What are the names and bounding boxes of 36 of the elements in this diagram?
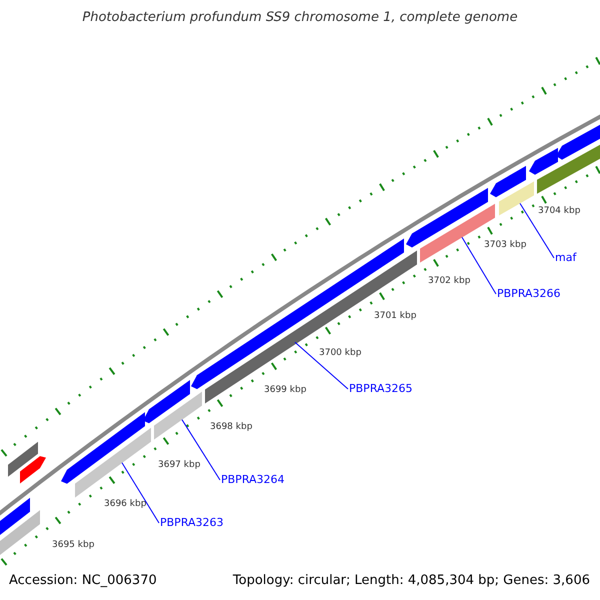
gene-segment <box>529 148 558 175</box>
tick-label: 3699 kbp <box>264 384 306 396</box>
gene-segment <box>20 456 46 484</box>
gene-bar <box>205 250 417 404</box>
gene-bar <box>75 428 151 498</box>
gene-label: maf <box>555 251 576 264</box>
gene-label: PBPRA3263 <box>160 516 224 530</box>
tick-label: 3701 kbp <box>374 310 416 322</box>
leader-line <box>182 419 220 480</box>
tick-label: 3695 kbp <box>52 540 94 550</box>
gene-bar <box>537 144 600 194</box>
tick-label: 3698 kbp <box>210 422 252 432</box>
gene-bar <box>0 510 40 555</box>
tick-label: 3697 kbp <box>158 460 200 470</box>
gene-segment <box>61 412 145 484</box>
leader-line <box>294 342 348 390</box>
accession-text: Accession: NC_006370 <box>9 573 157 589</box>
gene-segment <box>490 166 526 198</box>
tick-label: 3700 kbp <box>319 348 362 358</box>
gene-bar <box>154 392 202 440</box>
title: Photobacterium profundum SS9 chromosome 1, complete genome <box>81 10 519 26</box>
gene-label: PBPRA3264 <box>221 473 285 486</box>
tick-label: 3704 kbp <box>538 206 580 216</box>
gene-bar <box>8 442 38 477</box>
gene-label: PBPRA3265 <box>349 382 413 396</box>
tick-label: 3696 kbp <box>104 498 146 510</box>
leader-line <box>122 462 160 524</box>
gene-segment <box>143 380 190 424</box>
gene-bar <box>499 181 534 216</box>
tick-label: 3702 kbp <box>428 276 470 286</box>
gene-label: PBPRA3266 <box>497 287 561 300</box>
gene-segment <box>556 124 600 160</box>
topology-text: Topology: circular; Length: 4,085,304 bp; Genes: 3,606 <box>232 573 590 589</box>
leader-line <box>520 202 554 258</box>
tick-label: 3703 kbp <box>484 240 526 250</box>
gene-bar <box>0 498 30 535</box>
